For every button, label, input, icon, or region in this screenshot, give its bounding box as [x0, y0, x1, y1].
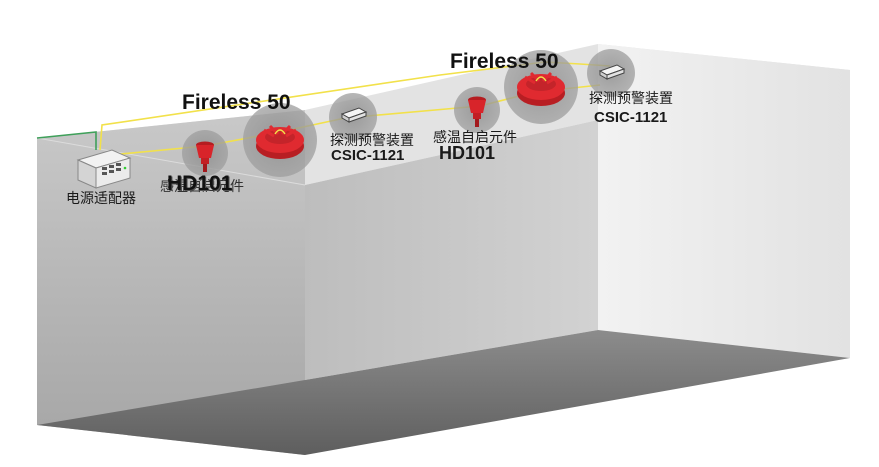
csic-right-model: CSIC-1121: [594, 109, 668, 126]
hd-left-caption: 感温自启元件: [160, 179, 244, 195]
csic-left-model: CSIC-1121: [331, 147, 405, 164]
floor: [37, 330, 850, 455]
csic-right-caption: 探测预警装置: [589, 91, 673, 107]
hd-left-model: HD101: [167, 172, 233, 195]
signal-wire-main: [99, 61, 611, 151]
front-top-edge: [36, 137, 306, 186]
csic-right-icon: [598, 64, 626, 80]
hd-right-caption: 感温自启元件: [433, 130, 517, 146]
fireless-right-icon: [517, 71, 565, 106]
left-wall: [37, 110, 305, 455]
power-adapter-label: 电源适配器: [66, 191, 136, 207]
back-wall: [305, 120, 598, 380]
hd-right-model: HD101: [439, 143, 496, 163]
csic-left-caption: 探测预警装置: [330, 133, 414, 149]
fireless-left-label: Fireless 50: [182, 91, 291, 114]
csic-left-icon: [340, 107, 368, 123]
fireless-right-label: Fireless 50: [450, 50, 559, 73]
power-adapter-icon: [76, 149, 132, 189]
fireless-left-icon: [256, 124, 304, 159]
hd101-left-icon: [196, 141, 214, 172]
room: [36, 44, 850, 455]
right-wall: [598, 44, 850, 358]
hd101-right-icon: [468, 96, 486, 127]
ground-wire: [36, 131, 97, 150]
